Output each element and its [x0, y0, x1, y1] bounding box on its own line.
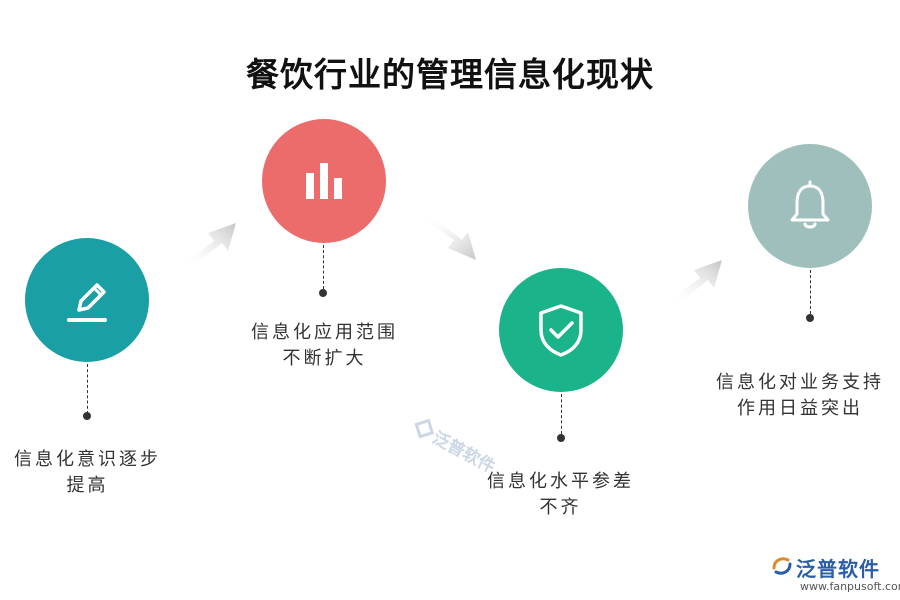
step-1-connector — [87, 364, 88, 414]
step-3-connector — [561, 394, 562, 434]
step-1-label: 信息化意识逐步 提高 — [0, 447, 175, 499]
step-3-circle — [499, 268, 623, 392]
shield-check-icon — [539, 304, 583, 357]
bell-icon — [790, 180, 830, 229]
step-2-line-1: 信息化应用范围 — [251, 322, 398, 343]
watermark-url: www.fanpusoft.com — [800, 580, 900, 593]
step-4-connector — [810, 270, 811, 314]
step-4-dot — [806, 314, 814, 322]
watermark-corner: 泛普软件 www.fanpusoft.com — [770, 552, 900, 597]
step-1-dot — [83, 412, 91, 420]
step-3-label: 信息化水平参差 不齐 — [468, 469, 653, 521]
step-4-circle — [748, 144, 872, 268]
page-title: 餐饮行业的管理信息化现状 — [246, 55, 654, 94]
step-3-line-2: 不齐 — [539, 497, 582, 518]
step-4-label: 信息化对业务支持 作用日益突出 — [700, 370, 900, 422]
brand-logo-icon — [772, 557, 792, 575]
step-1-circle — [25, 238, 149, 362]
flow-arrow-3 — [670, 260, 722, 304]
step-2-circle — [262, 119, 386, 243]
step-3-line-1: 信息化水平参差 — [487, 471, 634, 492]
flow-arrow-2 — [424, 216, 476, 260]
watermark-center-text: 泛普软件 — [428, 428, 499, 478]
step-4-line-1: 信息化对业务支持 — [716, 372, 884, 393]
brand-logo-icon — [414, 418, 435, 439]
pencil-icon — [67, 283, 107, 322]
step-2-dot — [319, 289, 327, 297]
step-4-line-2: 作用日益突出 — [737, 398, 863, 419]
step-3-dot — [557, 434, 565, 442]
watermark-center: 泛普软件 — [389, 400, 510, 514]
bar-chart-icon — [306, 163, 342, 199]
step-1-line-2: 提高 — [66, 475, 109, 496]
step-2-connector — [323, 245, 324, 289]
step-2-line-2: 不断扩大 — [282, 348, 367, 369]
step-1-line-1: 信息化意识逐步 — [14, 449, 161, 470]
watermark-brand-name: 泛普软件 — [796, 557, 880, 581]
flow-arrow-1 — [184, 223, 236, 267]
step-2-label: 信息化应用范围 不断扩大 — [232, 320, 417, 372]
